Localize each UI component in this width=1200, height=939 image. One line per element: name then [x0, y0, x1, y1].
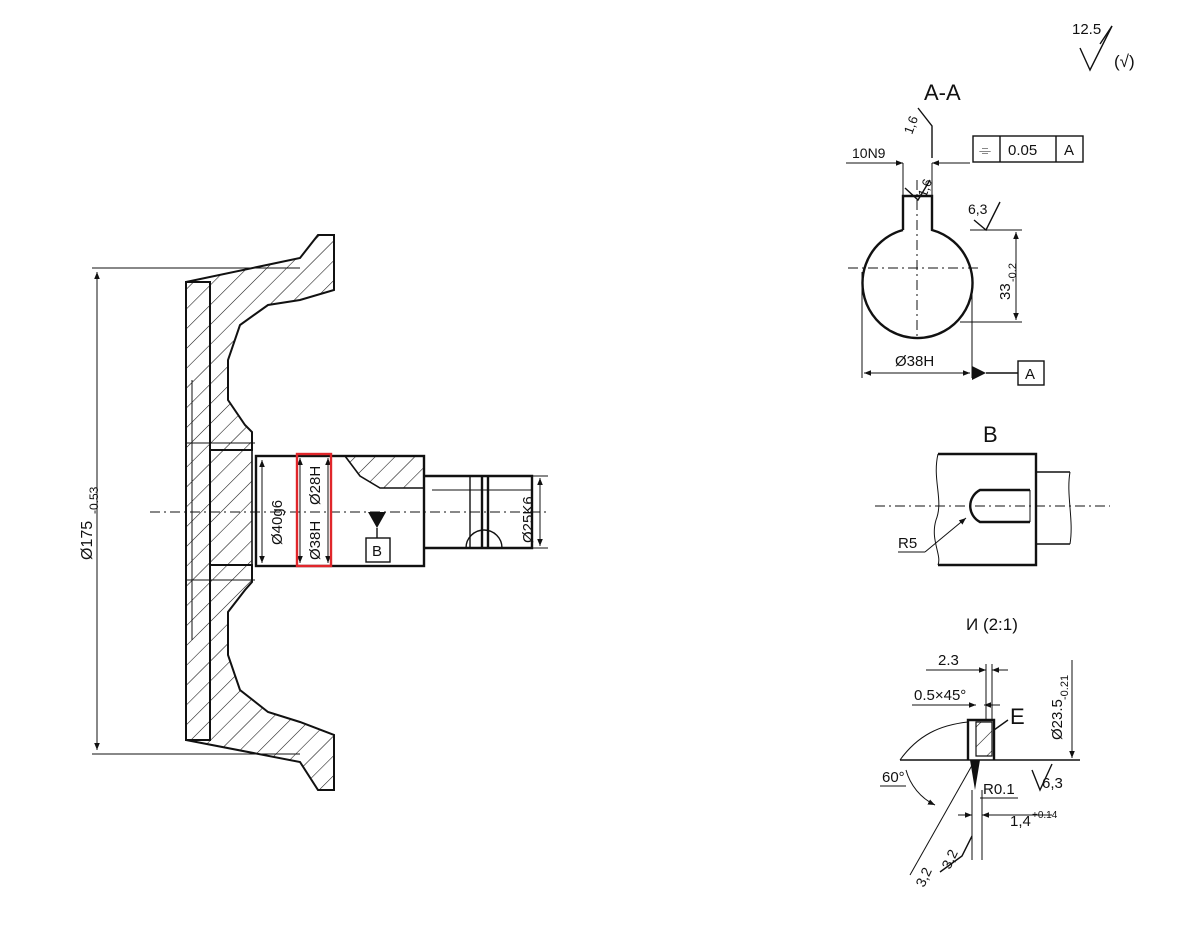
dim-outer-tolerance: -0.53	[87, 486, 101, 514]
rough-top: 1,6	[901, 114, 921, 136]
roughness-check-icon	[1079, 25, 1113, 72]
highlight-box	[295, 452, 333, 568]
dim-shaft-diameter: Ø25K6	[520, 496, 537, 543]
depth-value: 33	[997, 283, 1014, 300]
detail-i-title: И (2:1)	[966, 615, 1018, 634]
width-1-4: 1,4	[1010, 813, 1031, 830]
section-aa-title: A-A	[924, 80, 961, 105]
dim-hub-diameter: Ø40g6	[269, 500, 286, 545]
chamfer: 0.5×45°	[914, 687, 966, 704]
view-ref-box	[365, 537, 391, 563]
dim-outer-diameter: Ø175	[79, 521, 96, 560]
roughness-paren: (√)	[1114, 52, 1135, 71]
tolerance-datum: A	[1064, 142, 1074, 159]
dim-bore-outer: Ø38H	[307, 521, 324, 560]
tolerance-symbol: ⌯	[979, 142, 991, 159]
main-view: Ø175 -0.53 Ø40g6 Ø28H Ø38H	[79, 234, 550, 791]
dim-bore-inner: Ø28H	[307, 466, 324, 505]
general-roughness-symbol: 12.5 (√)	[1072, 21, 1135, 72]
view-ref-label: B	[372, 543, 382, 560]
radius-r01: R0.1	[983, 781, 1015, 798]
view-ref-triangle	[368, 512, 386, 528]
detail-i-diameter: Ø23.5	[1049, 699, 1066, 740]
datum-ref-box	[1017, 360, 1045, 386]
rough-6-3: 6,3	[1042, 775, 1063, 792]
rough-3-2-a: 3,2	[912, 865, 935, 890]
tolerance-value: 0.05	[1008, 142, 1037, 159]
rough-3-2-b: 3,2	[938, 847, 961, 872]
section-diameter: Ø38H	[895, 353, 934, 370]
datum-ref-label: A	[1025, 366, 1035, 383]
angle: 60°	[882, 769, 905, 786]
detail-i: И (2:1) 2.3 0.5×45° E Ø23.5 -0.21 60° R0…	[880, 615, 1080, 889]
ref-e: E	[1010, 704, 1025, 729]
section-aa: A-A 1,6 10N9 ⌯ 0.05 A 1,6 6,3 33 -0.2	[846, 80, 1084, 386]
dim-2-3: 2.3	[938, 652, 959, 669]
detail-b-title: B	[983, 422, 998, 447]
detail-i-diameter-tol: -0.21	[1059, 675, 1071, 700]
keyway-width: 10N9	[852, 145, 886, 161]
shaft-section	[861, 194, 974, 340]
depth-tolerance: -0.2	[1007, 263, 1019, 282]
detail-b-radius: R5	[898, 535, 917, 552]
rough-right: 6,3	[968, 201, 988, 217]
roughness-value: 12.5	[1072, 21, 1101, 38]
detail-b: B R5	[875, 422, 1110, 567]
